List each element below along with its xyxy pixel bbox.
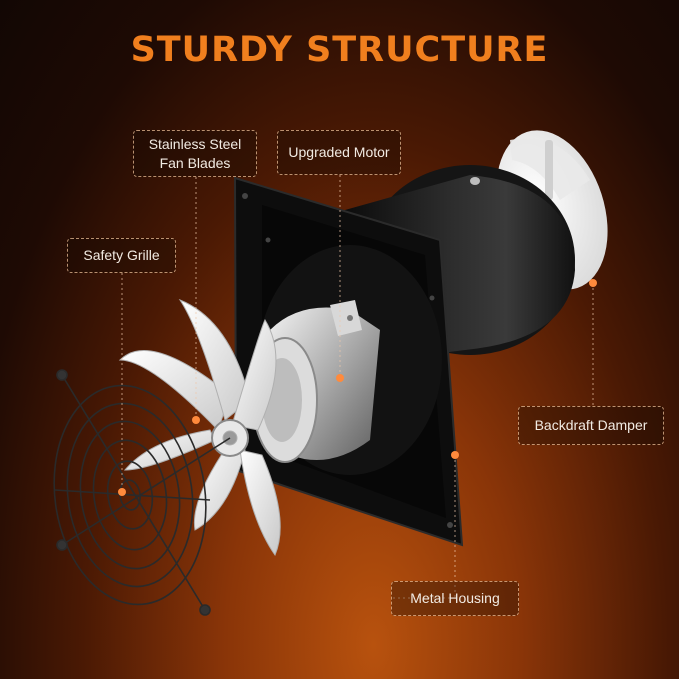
- backdraft-damper-label: Backdraft Damper: [518, 406, 664, 445]
- marker-motor: [336, 374, 344, 382]
- safety-grille-part: [53, 369, 231, 616]
- fan-blades-label-line1: Stainless Steel: [148, 135, 242, 152]
- metal-housing-label: Metal Housing: [391, 581, 519, 616]
- marker-damper: [589, 279, 597, 287]
- marker-grille: [118, 488, 126, 496]
- motor-label: Upgraded Motor: [277, 130, 401, 175]
- marker-housing: [451, 451, 459, 459]
- fan-blades-part: [118, 298, 281, 557]
- page-title: STURDY STRUCTURE: [130, 30, 549, 70]
- callout-markers: [118, 279, 597, 496]
- fan-blades-label-line2: Fan Blades: [159, 154, 231, 171]
- marker-fan-blades: [192, 416, 200, 424]
- safety-grille-label: Safety Grille: [67, 238, 176, 273]
- fan-blades-label: Stainless Steel Fan Blades: [133, 130, 257, 177]
- callout-leader-lines: [121, 175, 594, 599]
